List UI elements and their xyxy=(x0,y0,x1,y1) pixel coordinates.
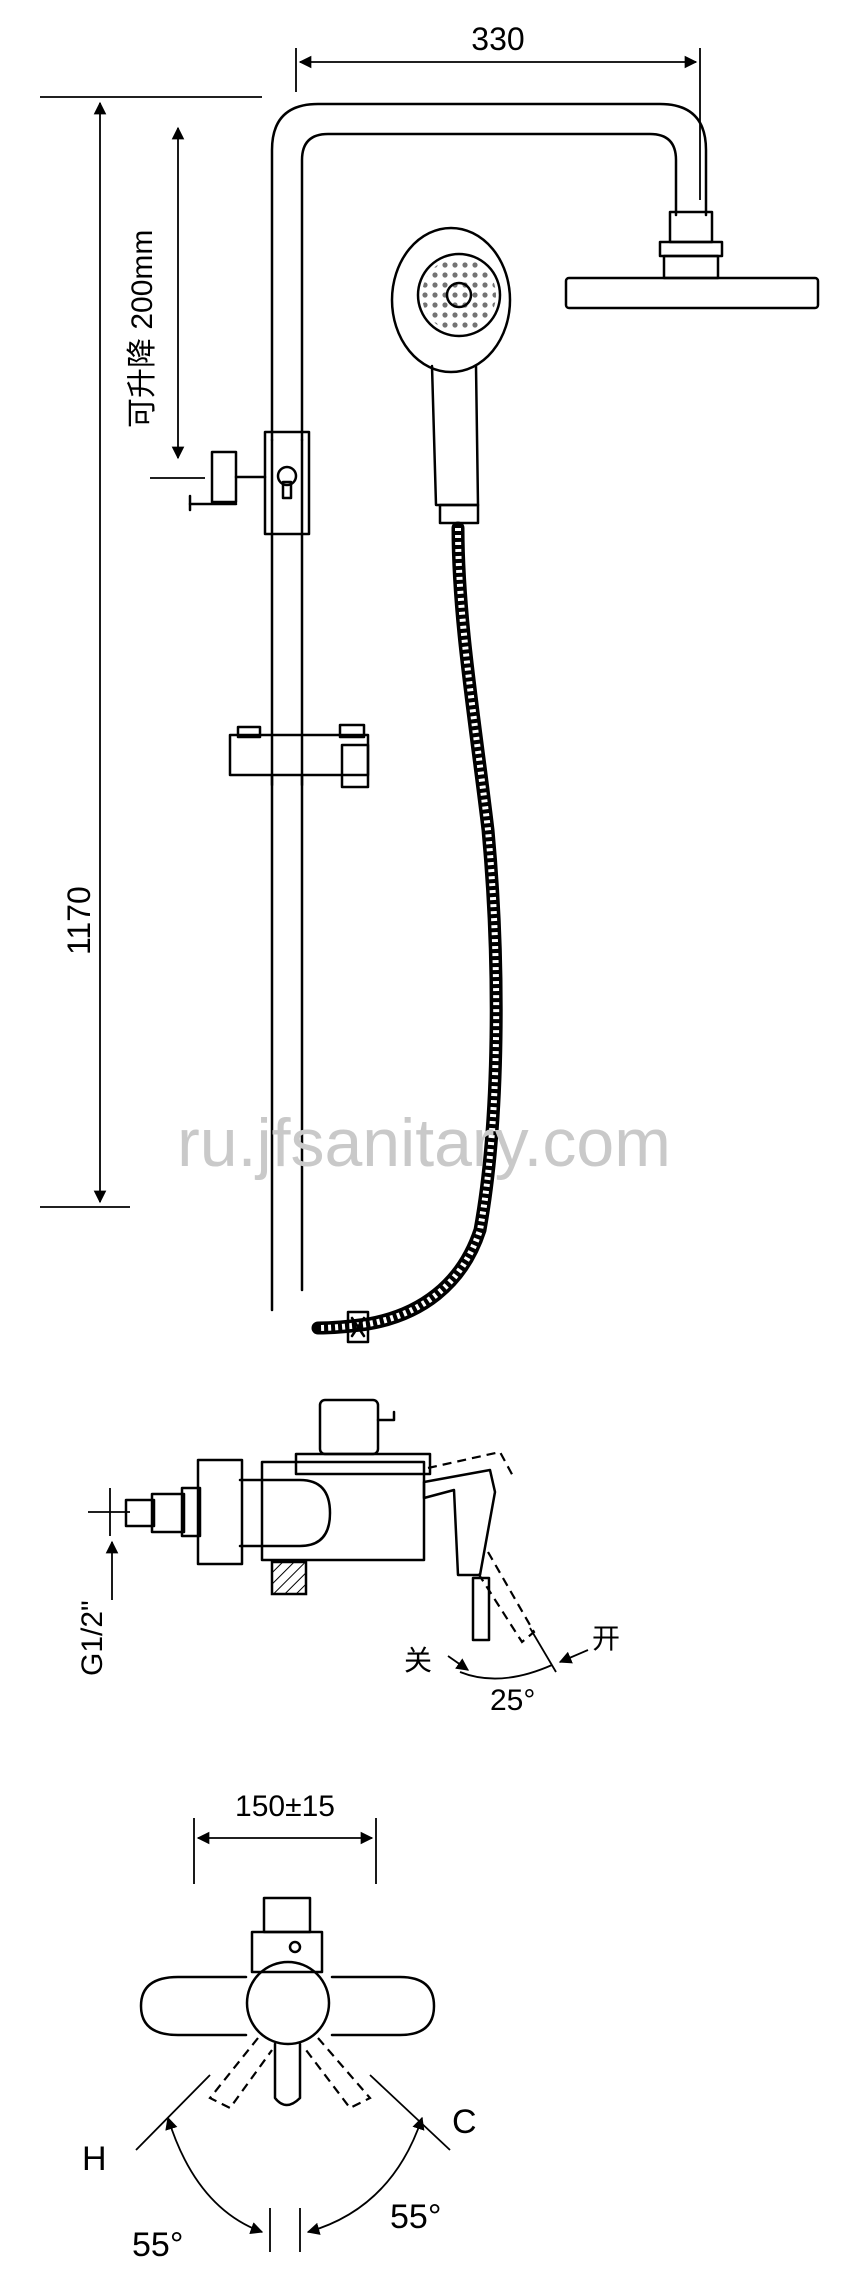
inlet-spacing-label: 150±15 xyxy=(235,1790,335,1823)
mixer-valve-top xyxy=(139,1896,436,2110)
mixer-handle xyxy=(422,1450,536,1644)
top-width-dimension xyxy=(295,48,701,200)
inlet-thread-dimension xyxy=(88,1488,130,1600)
hand-shower xyxy=(390,226,512,525)
mixer-rotation-indicator xyxy=(135,2074,451,2252)
inlet-thread-label: G1/2" xyxy=(76,1600,109,1676)
right-angle-label: 55° xyxy=(390,2198,441,2236)
overhead-shower-arm xyxy=(270,102,708,442)
top-width-label: 330 xyxy=(471,21,524,57)
hose-connector xyxy=(346,1310,370,1344)
cold-label: C xyxy=(452,2103,477,2141)
shower-hose xyxy=(311,521,503,1335)
mixer-valve-side xyxy=(124,1398,432,1596)
handle-closed-label: 关 xyxy=(404,1645,432,1676)
height-adjust-clamp xyxy=(188,430,311,536)
handle-open-label: 开 xyxy=(592,1623,620,1654)
handle-angle-indicator xyxy=(447,1627,589,1680)
height-dimension-lines xyxy=(40,96,262,1208)
left-angle-label: 55° xyxy=(132,2226,183,2264)
watermark: ru.jfsanitary.com xyxy=(177,1105,671,1181)
hand-shower-slider xyxy=(228,723,370,789)
inlet-spacing-dimension xyxy=(193,1818,377,1884)
total-height-label: 1170 xyxy=(61,886,97,955)
riser-bar xyxy=(270,438,304,1312)
handle-angle-label: 25° xyxy=(490,1684,535,1717)
overhead-shower-head xyxy=(564,210,820,310)
hot-label: H xyxy=(82,2140,107,2178)
height-adjust-label: 可升降 200mm xyxy=(126,230,159,428)
